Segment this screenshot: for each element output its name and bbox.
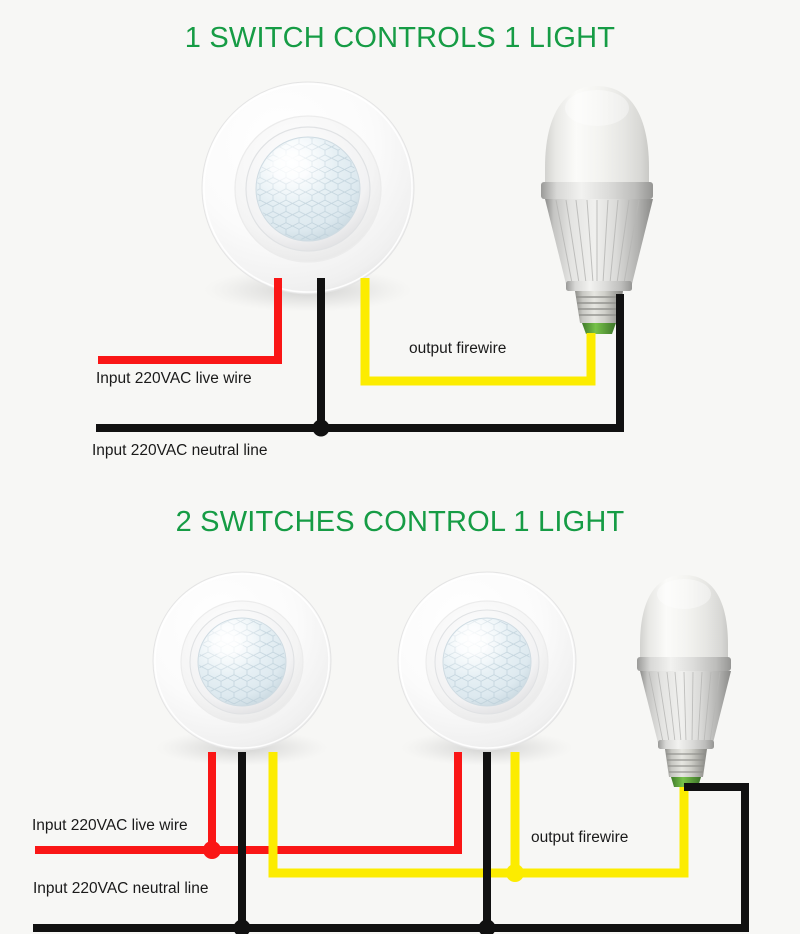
junction-dot (506, 864, 524, 882)
pir-sensor-1 (201, 81, 415, 312)
label-neutral-line-1: Input 220VAC neutral line (92, 442, 268, 459)
diagram-2-title: 2 SWITCHES CONTROL 1 LIGHT (175, 506, 625, 538)
label-output-firewire-1: output firewire (409, 340, 507, 357)
label-live-wire-2: Input 220VAC live wire (32, 817, 188, 834)
led-bulb-1 (541, 86, 653, 334)
led-bulb-2 (637, 575, 731, 787)
label-live-wire-1: Input 220VAC live wire (96, 370, 252, 387)
wire-live-2a (35, 752, 216, 854)
pir-sensor-2b (397, 571, 577, 766)
wire-output-2a (268, 752, 515, 878)
wire-output-1 (360, 278, 596, 386)
wire-neutral-bus-2 (33, 783, 749, 932)
label-output-firewire-2: output firewire (531, 829, 629, 846)
wire-output-2b (510, 752, 689, 878)
junction-dot (203, 841, 221, 859)
junction-dot (312, 419, 330, 437)
pir-sensor-2a (152, 571, 332, 766)
diagram-1-title: 1 SWITCH CONTROLS 1 LIGHT (184, 22, 616, 54)
wire-neutral-bus-1 (96, 294, 624, 432)
label-neutral-line-2: Input 220VAC neutral line (33, 880, 209, 897)
junction-dot (233, 919, 251, 934)
wire-live-1 (98, 278, 282, 364)
wire-live-2b (212, 752, 462, 854)
junction-dot (478, 919, 496, 934)
